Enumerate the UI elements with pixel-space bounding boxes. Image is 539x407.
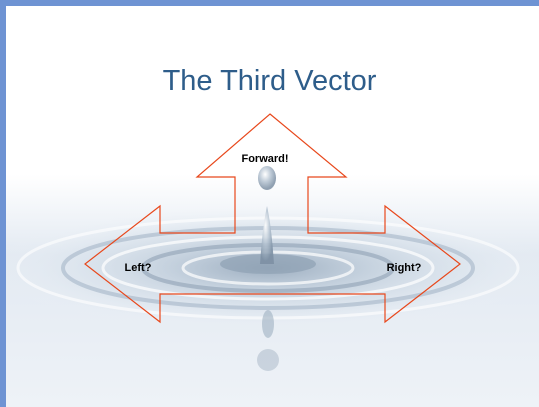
slide-top-border — [0, 0, 539, 6]
left-arrow-label: Left? — [125, 262, 152, 274]
slide-title: The Third Vector — [162, 65, 377, 97]
three-way-arrow-shape — [84, 113, 461, 324]
water-drop-ripple-image — [6, 6, 539, 407]
slide-left-border — [0, 0, 6, 407]
forward-arrow-label: Forward! — [241, 153, 288, 165]
right-arrow-label: Right? — [387, 262, 422, 274]
